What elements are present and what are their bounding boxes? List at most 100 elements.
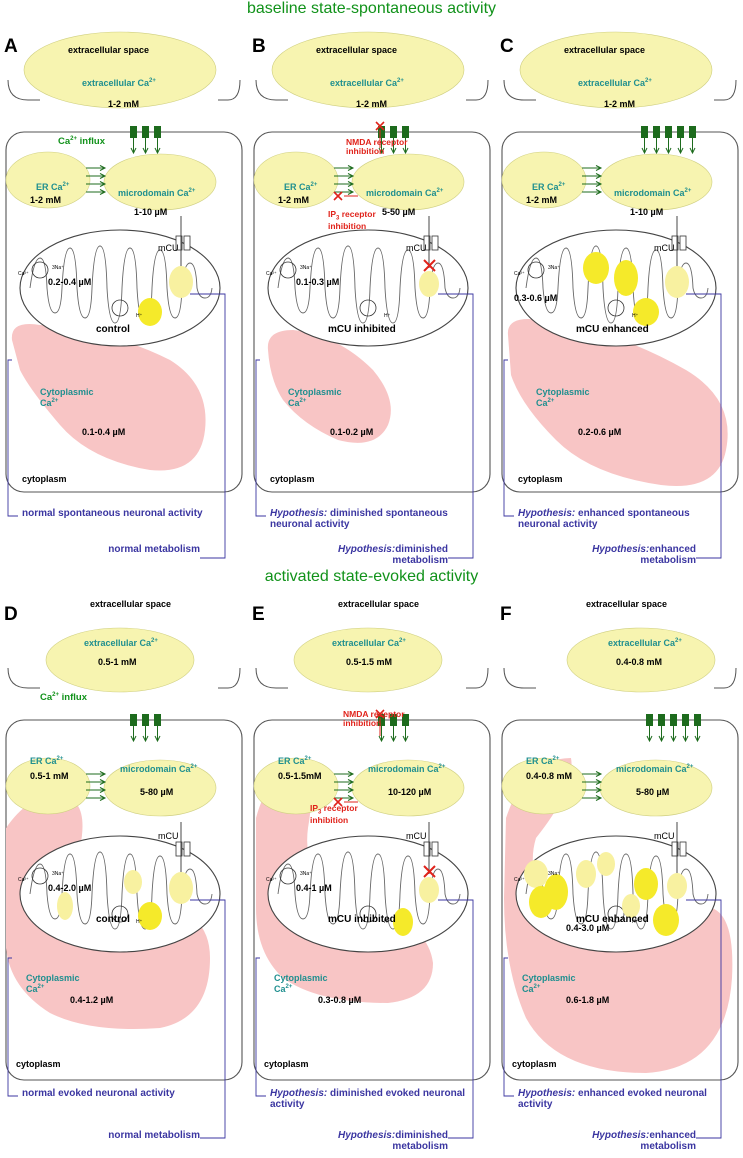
channel-arrowhead <box>665 147 672 155</box>
superscript: 2+ <box>310 182 318 188</box>
microdomain-ca-pool <box>351 153 465 211</box>
ca-channel <box>154 714 161 726</box>
extracellular-ca-text: extracellular Ca <box>82 78 150 88</box>
ca-channel <box>641 126 648 138</box>
extracellular-space-label: extracellular space <box>338 599 420 609</box>
microdomain-ca-pool <box>103 759 217 817</box>
mitochondrion-outer <box>267 229 469 347</box>
cytoplasm-label: cytoplasm <box>270 474 315 484</box>
extracellular-space-label: extracellular space <box>68 45 150 55</box>
channel-arrowhead <box>390 147 397 155</box>
cytoplasmic-ca-value: 0.1-0.2 µM <box>330 427 374 437</box>
extracellular-ca-text: extracellular Ca <box>84 638 152 648</box>
condition-label: control <box>96 324 130 335</box>
ca-channel <box>682 714 689 726</box>
extracellular-ca-text: extracellular Ca <box>332 638 400 648</box>
mito-ca-pool <box>667 873 687 899</box>
er-release-arrowhead <box>595 173 603 179</box>
mcu-uniporter-2 <box>679 841 687 857</box>
microdomain-ca-label: microdomain Ca2+ <box>118 188 196 198</box>
panel-drawing <box>501 31 739 559</box>
mcu-label: mCU <box>654 243 675 253</box>
condition-label: mCU inhibited <box>328 914 396 925</box>
mito-ca-pool <box>633 298 659 326</box>
h-exchanger <box>111 299 129 317</box>
er-release-arrowhead <box>99 189 107 195</box>
microdomain-ca-pool <box>351 759 465 817</box>
mito-ca-value: 0.4-2.0 µM <box>48 883 92 893</box>
mito-ca-pool <box>614 260 638 296</box>
superscript: 2+ <box>645 78 652 84</box>
ca-channel <box>390 126 397 138</box>
mito-h-label: H⁺ <box>384 313 391 319</box>
er-release-arrowhead <box>595 787 603 793</box>
mitochondrion-outer <box>19 835 221 953</box>
mito-ca-pool <box>169 266 193 298</box>
er-ca-label: ER Ca2+ <box>30 756 64 766</box>
extracellular-ca-pool <box>271 31 465 109</box>
mito-ca-pool <box>665 266 689 298</box>
panel-drawing <box>5 627 243 1139</box>
extracellular-ca-text: extracellular Ca <box>330 78 398 88</box>
panel-letter: C <box>500 36 514 57</box>
mcu-inhibition-x <box>423 865 436 878</box>
nmda-inhibition-x <box>375 121 385 131</box>
mito-ca-small: Ca²⁺ <box>514 877 525 883</box>
activity-outcome: normal evoked neuronal activity <box>22 1088 175 1099</box>
channel-arrowhead <box>677 147 684 155</box>
microdomain-ca-value: 5-80 µM <box>636 787 670 797</box>
mito-ca-value: 0.4-3.0 µM <box>566 923 610 933</box>
condition-label: mCU enhanced <box>576 914 649 925</box>
superscript: 2+ <box>686 764 694 770</box>
ca-channel <box>142 714 149 726</box>
extracellular-ca-value: 1-2 mM <box>108 99 140 109</box>
mcu-uniporter-2 <box>679 235 687 251</box>
mito-ca-small: Ca²⁺ <box>514 271 525 277</box>
metabolism-outcome: normal metabolism <box>108 544 200 555</box>
microdomain-ca-label: microdomain Ca2+ <box>616 764 694 774</box>
panel-drawing <box>501 627 739 1139</box>
channel-arrowhead <box>682 735 689 743</box>
extracellular-ca-pool <box>519 31 713 109</box>
outer-membrane-right <box>218 79 241 101</box>
mito-3na-label: 3Na⁺ <box>52 265 64 271</box>
extracellular-ca-label: extracellular Ca2+ <box>84 638 158 649</box>
mito-outcome-link <box>190 293 226 559</box>
cytoplasmic-ca-value: 0.3-0.8 µM <box>318 995 362 1005</box>
extracellular-ca-label: extracellular Ca2+ <box>578 78 652 89</box>
channel-arrowhead <box>154 147 161 155</box>
ca-channel <box>390 714 397 726</box>
outer-membrane-right <box>466 667 489 689</box>
channel-arrowhead <box>694 735 701 743</box>
superscript: 2+ <box>56 756 64 762</box>
activity-outcome: Hypothesis: enhanced spontaneous neurona… <box>518 508 690 530</box>
cytoplasm-outcome-link <box>503 359 514 517</box>
mito-3na-label: 3Na⁺ <box>548 265 560 271</box>
mito-ca-pool <box>583 252 609 284</box>
er-release-arrowhead <box>347 189 355 195</box>
superscript: 2+ <box>304 756 312 762</box>
mcu-label: mCU <box>406 831 427 841</box>
er-ca-pool <box>501 151 587 209</box>
metabolism-outcome: Hypothesis:enhanced metabolism <box>592 544 696 566</box>
extracellular-ca-text: extracellular Ca <box>608 638 676 648</box>
mito-ca-value: 0.1-0.3 µM <box>296 277 340 287</box>
cytoplasm-outcome-link <box>503 957 514 1097</box>
extracellular-space-label: extracellular space <box>90 599 172 609</box>
er-ca-label: ER Ca2+ <box>284 182 318 192</box>
cytoplasm-outcome-link <box>7 359 18 517</box>
mito-3na-label: 3Na⁺ <box>300 265 312 271</box>
er-release-arrowhead <box>347 173 355 179</box>
mito-ca-value: 0.3-0.6 µM <box>514 293 558 303</box>
panel-letter: D <box>4 604 18 625</box>
mito-ca-pool <box>622 894 640 918</box>
title-activated: activated state-evoked activity <box>264 568 479 585</box>
neuron-membrane <box>501 719 739 1081</box>
h-exchanger <box>359 905 377 923</box>
cytoplasmic-ca-region <box>504 758 733 1073</box>
outer-membrane-left <box>7 667 40 689</box>
